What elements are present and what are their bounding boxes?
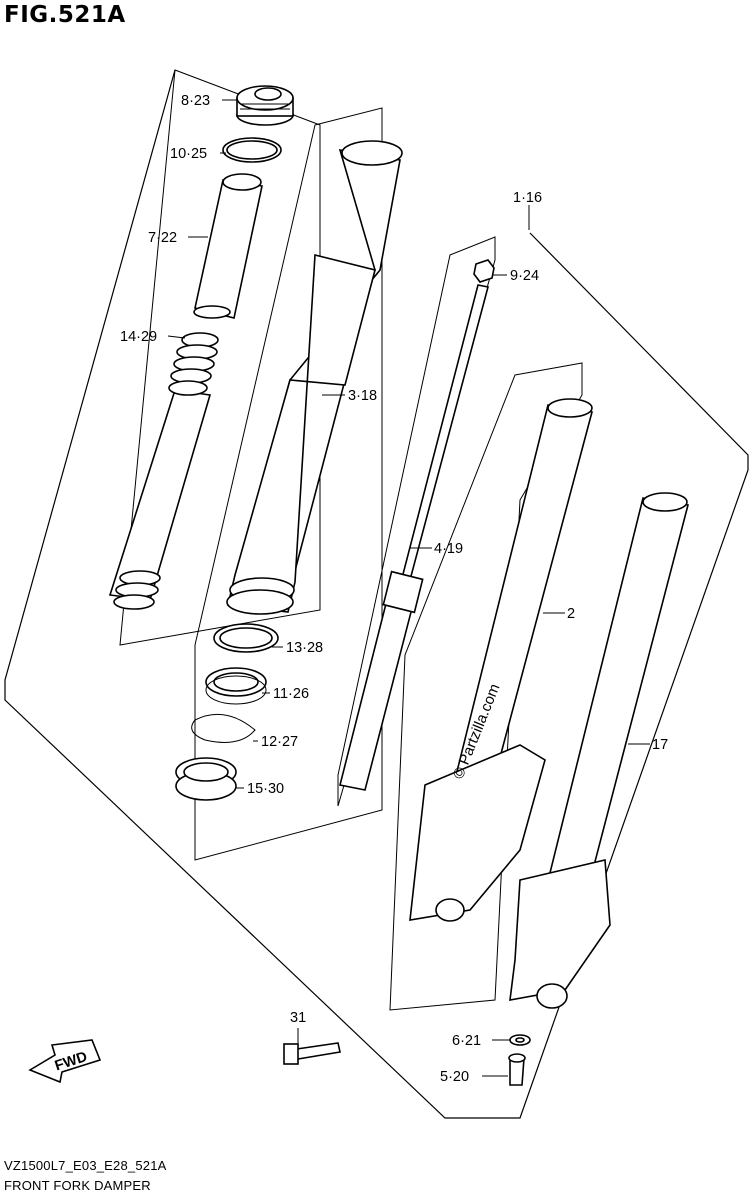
spacer (193, 173, 263, 319)
inner-tube-right (509, 492, 689, 1009)
figure-name: FRONT FORK DAMPER (4, 1178, 151, 1193)
oil-seal (205, 667, 267, 705)
callout-14-29: 14·29 (120, 329, 157, 345)
outer-tube (226, 140, 403, 615)
callout-4-19: 4·19 (434, 541, 463, 557)
seal-ring (213, 623, 279, 653)
callout-10-25: 10·25 (170, 146, 207, 162)
bolt (283, 1042, 341, 1065)
forward-direction-arrow: FWD (28, 1039, 102, 1084)
callout-1-16: 1·16 (513, 190, 542, 206)
figure-title: FIG.521A (4, 2, 126, 28)
callout-13-28: 13·28 (286, 640, 323, 656)
assembly-boundary (4, 69, 749, 1119)
callout-31: 31 (290, 1010, 306, 1026)
callout-3-18: 3·18 (348, 388, 377, 404)
callout-9-24: 9·24 (510, 268, 539, 284)
callout-6-21: 6·21 (452, 1033, 481, 1049)
o-ring (222, 137, 282, 163)
subgroup-frame-outer-tube (194, 107, 383, 861)
nut (473, 259, 495, 283)
figure-code: VZ1500L7_E03_E28_521A (4, 1158, 167, 1173)
washer (509, 1034, 531, 1046)
callout-12-27: 12·27 (261, 734, 298, 750)
callout-7-22: 7·22 (148, 230, 177, 246)
callout-11-26: 11·26 (273, 686, 309, 702)
callout-17: 17 (652, 737, 668, 753)
fork-spring (108, 332, 219, 610)
fork-cap-bolt (236, 85, 294, 126)
inner-tube-left (409, 398, 594, 922)
leader-lines (167, 99, 650, 1077)
damper-rod (339, 284, 489, 791)
callout-15-30: 15·30 (247, 781, 284, 797)
dust-seal (175, 757, 237, 801)
callout-5-20: 5·20 (440, 1069, 469, 1085)
circlip (191, 713, 256, 743)
callout-8-23: 8·23 (181, 93, 210, 109)
callout-2: 2 (567, 606, 575, 622)
drain-screw (508, 1053, 526, 1086)
